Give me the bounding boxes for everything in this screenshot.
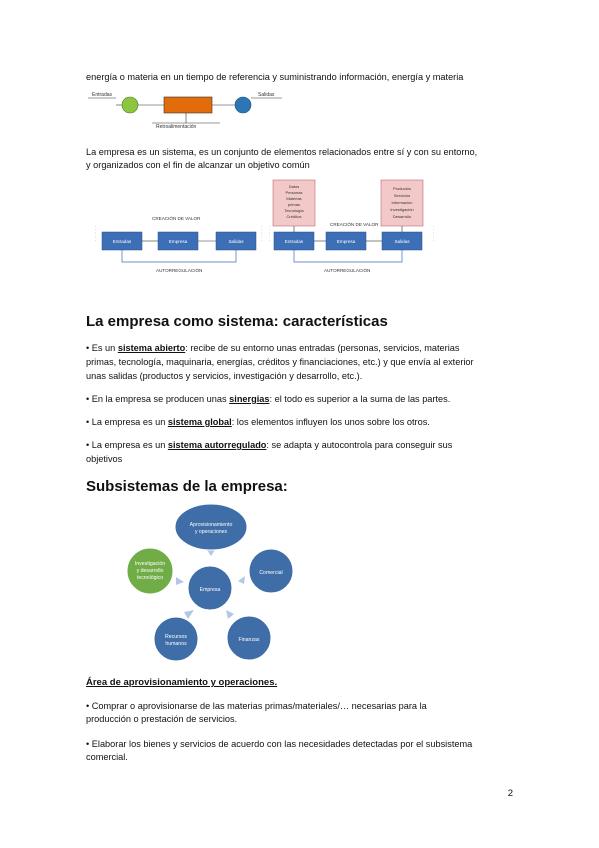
flow1-env-left: · · · · · · (93, 226, 98, 241)
bullet-self-regulated-line1: • La empresa es un sistema autorregulado… (86, 440, 453, 450)
cycle-node-left-line1: Investigación (135, 561, 165, 567)
cycle-arrow-bottom-left (184, 610, 194, 619)
cycle-node-left-line3: tecnológico (137, 575, 163, 581)
heading-subsystems: Subsistemas de la empresa: (86, 478, 288, 495)
cycle-node-right-label: Comercial (259, 570, 282, 576)
flow1-top-label: CREACIÓN DE VALOR (152, 215, 201, 221)
heading-characteristics: La empresa como sistema: características (86, 313, 388, 330)
flow1-bottom-label: AUTORREGULACIÓN (156, 267, 202, 273)
svg-text:Personas: Personas (286, 190, 303, 195)
svg-text:Créditos: Créditos (287, 214, 302, 219)
para1-line2: y organizados con el fin de alcanzar un … (86, 160, 310, 170)
op-bullet1-line2: producción o prestación de servicios. (86, 714, 238, 724)
input-circle (121, 96, 139, 114)
svg-text:Materias: Materias (286, 196, 301, 201)
flow2-pink-left (272, 179, 316, 227)
feedback-label: Retroalimentación (156, 124, 197, 130)
cycle-center-label: Empresa (200, 587, 221, 593)
heading-operations-area: Área de aprovisionamiento y operaciones. (86, 677, 278, 688)
top-line: energía o materia en un tiempo de refere… (86, 72, 464, 82)
flow2-env-right: · · · · · · (431, 226, 436, 241)
cycle-node-top-line2: y operaciones (195, 529, 228, 535)
term-open-system: sistema abierto (117, 343, 186, 353)
term-synergies: sinergias (229, 394, 270, 404)
cycle-node-top-line1: Aprovisionamiento (190, 522, 233, 528)
cycle-node-left-line2: y desarrollo (137, 568, 164, 574)
cycle-arrow-left (176, 577, 184, 585)
flow1-box-company-label: Empresa (169, 239, 188, 244)
output-circle (234, 96, 252, 114)
para1-line1: La empresa es un sistema, es un conjunto… (86, 147, 478, 157)
term-self-regulated: sistema autorregulado (167, 440, 267, 450)
svg-text:Tecnología: Tecnología (284, 208, 304, 213)
bullet-open-system-line3: unas salidas (productos y servicios, inv… (86, 371, 363, 381)
cycle-node-left (126, 547, 174, 595)
flow2-box-inputs-label: Entradas (285, 239, 304, 244)
cycle-node-top (174, 503, 248, 551)
op-bullet1-line1: • Comprar o aprovisionarse de las materi… (86, 701, 427, 711)
cycle-node-bottom-left-line1: Recursos (165, 634, 187, 640)
flow2-bottom-label: AUTORREGULACIÓN (324, 267, 370, 273)
flow2-top-label: CREACIÓN DE VALOR (330, 221, 379, 227)
svg-text:Investigación: Investigación (390, 207, 413, 212)
flow2-box-outputs-label: Salidas (394, 239, 410, 244)
flow2-pink-right-text: Productos Servicios Información Investig… (390, 186, 413, 219)
bullet-global-system: • La empresa es un sistema global: los e… (86, 417, 430, 427)
input-label: Entradas (92, 92, 113, 98)
svg-text:Servicios: Servicios (394, 193, 410, 198)
svg-text:Desarrollo: Desarrollo (393, 214, 412, 219)
flow1-box-outputs-label: Salidas (228, 239, 244, 244)
cycle-node-right (248, 548, 294, 594)
svg-text:Información: Información (392, 200, 413, 205)
cycle-node-bottom-left (153, 616, 199, 662)
bullet-synergies: • En la empresa se producen unas sinergi… (86, 394, 451, 404)
simple-flow-diagram: Entradas Salidas Retroalimentación (88, 92, 282, 130)
system-flow-diagrams: · · · · · · CREACIÓN DE VALOR Entradas E… (93, 179, 436, 273)
bullet-open-system-line1: • Es un sistema abierto: recibe de su en… (86, 343, 460, 353)
bullet-self-regulated-line2: objetivos (86, 454, 123, 464)
cycle-arrow-right (238, 576, 245, 584)
term-global-system: sistema global (167, 417, 232, 427)
cycle-node-bottom-left-line2: humanos (165, 641, 187, 647)
svg-text:Productos: Productos (393, 186, 411, 191)
cycle-node-bottom-right-label: Finanzas (238, 637, 259, 643)
cycle-arrow-top (207, 550, 215, 556)
page-number: 2 (507, 788, 513, 799)
cycle-node-bottom-right (226, 615, 272, 661)
cycle-arrow-bottom-right (226, 610, 234, 619)
process-box (163, 96, 213, 114)
flow2-box-company-label: Empresa (337, 239, 356, 244)
op-bullet2-line1: • Elaborar los bienes y servicios de acu… (86, 739, 473, 749)
bullet-open-system-line2: primas, tecnología, maquinaria, energías… (86, 357, 474, 367)
flow1-box-inputs-label: Entradas (113, 239, 132, 244)
svg-text:Datos: Datos (289, 184, 299, 189)
flow2-pink-left-text: Datos Personas Materias primas Tecnologí… (284, 184, 304, 219)
flow2-env-left: · · · · · · (267, 226, 272, 241)
subsystems-cycle-diagram: Empresa Aprovisionamiento y operaciones … (126, 503, 294, 662)
svg-text:primas: primas (288, 202, 300, 207)
op-bullet2-line2: comercial. (86, 752, 128, 762)
flow1-env-right: · · · · · · (259, 226, 264, 241)
cycle-center-node (187, 565, 233, 611)
output-label: Salidas (258, 92, 275, 98)
flow2-pink-right (380, 179, 424, 227)
